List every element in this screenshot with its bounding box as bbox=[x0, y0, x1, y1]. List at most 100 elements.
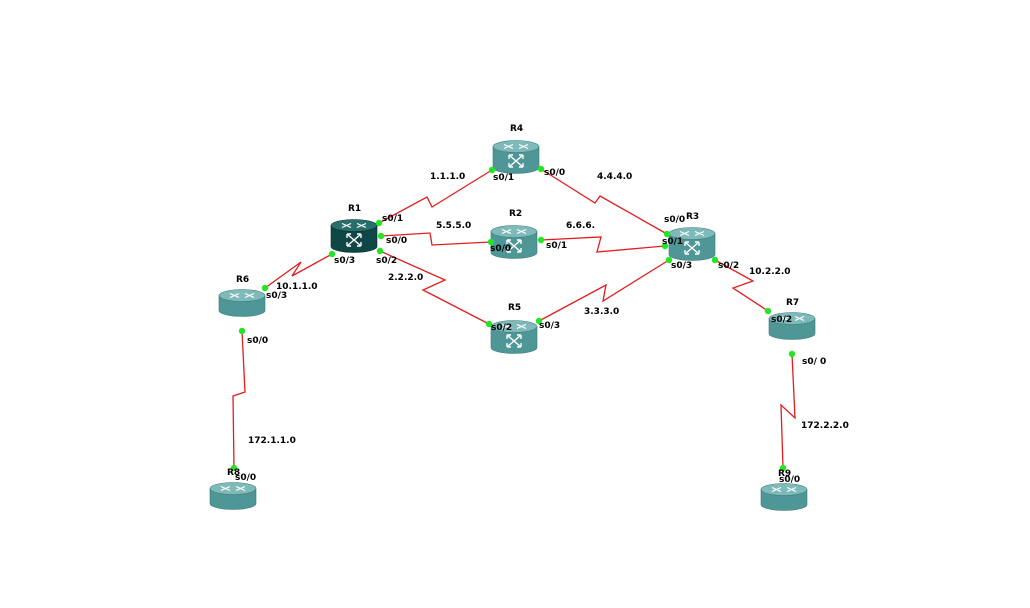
router-r3[interactable] bbox=[668, 227, 716, 261]
link-r7-r9[interactable] bbox=[780, 353, 796, 469]
port-label-r5-r3-to: s0/3 bbox=[671, 261, 692, 271]
router-label-r2: R2 bbox=[509, 209, 522, 219]
switch-cross-icon bbox=[684, 241, 700, 255]
port-label-r1-r2-from: s0/0 bbox=[386, 236, 407, 246]
port-dot-r4-r3-to bbox=[663, 230, 671, 238]
port-dot-r1-r4-from bbox=[375, 219, 383, 227]
port-dot-r1-r2-from bbox=[377, 232, 385, 240]
port-label-r4-r3-to: s0/0 bbox=[664, 215, 685, 225]
router-r5[interactable] bbox=[490, 320, 538, 354]
router-body bbox=[490, 231, 538, 259]
router-body bbox=[330, 225, 378, 253]
router-label-r7: R7 bbox=[786, 298, 799, 308]
port-dot-r2-r3-from bbox=[537, 236, 545, 244]
router-arrows-icon bbox=[779, 315, 805, 322]
link-r1-r4[interactable] bbox=[378, 169, 493, 224]
port-label-r6-r8-to: s0/0 bbox=[235, 473, 256, 483]
link-r5-r3[interactable] bbox=[538, 259, 670, 322]
port-dot-r2-r3-to bbox=[661, 242, 669, 250]
port-label-r1-r5-to: s0/2 bbox=[491, 323, 512, 333]
port-dot-r3-r7-from bbox=[711, 256, 719, 264]
port-label-r7-r9-from: s0/ 0 bbox=[802, 357, 826, 367]
router-r6[interactable] bbox=[218, 289, 266, 317]
router-top bbox=[218, 289, 266, 302]
port-label-r6-r8-from: s0/0 bbox=[247, 336, 268, 346]
port-dot-r3-r7-to bbox=[764, 307, 772, 315]
router-body bbox=[490, 326, 538, 354]
network-label-r5-r3: 3.3.3.0 bbox=[584, 307, 619, 317]
router-r2[interactable] bbox=[490, 225, 538, 259]
network-label-r6-r8: 172.1.1.0 bbox=[248, 436, 296, 446]
link-r2-r3[interactable] bbox=[540, 236, 666, 253]
port-dot-r1-r5-from bbox=[376, 247, 384, 255]
port-label-r7-r9-to: s0/0 bbox=[779, 475, 800, 485]
router-label-r9: R9 bbox=[778, 469, 791, 479]
port-label-r2-r3-from: s0/1 bbox=[546, 241, 567, 251]
link-r1-r6[interactable] bbox=[264, 253, 333, 289]
router-r8[interactable] bbox=[209, 482, 257, 510]
router-label-r8: R8 bbox=[227, 468, 240, 478]
port-dot-r6-r8-from bbox=[238, 327, 246, 335]
network-label-r1-r4: 1.1.1.0 bbox=[430, 172, 465, 182]
port-label-r1-r6-to: s0/3 bbox=[266, 291, 287, 301]
port-dot-r7-r9-from bbox=[788, 350, 796, 358]
router-label-r6: R6 bbox=[236, 275, 249, 285]
router-label-r5: R5 bbox=[508, 303, 521, 313]
router-label-r1: R1 bbox=[348, 204, 361, 214]
router-top bbox=[768, 312, 816, 325]
switch-cross-icon bbox=[506, 239, 522, 253]
router-arrows-icon bbox=[501, 323, 527, 330]
switch-cross-icon bbox=[346, 233, 362, 247]
link-r4-r3[interactable] bbox=[540, 168, 668, 235]
port-label-r3-r7-to: s0/2 bbox=[771, 315, 792, 325]
router-arrows-icon bbox=[503, 143, 529, 150]
port-label-r3-r7-from: s0/2 bbox=[718, 261, 739, 271]
links-layer bbox=[232, 168, 796, 469]
port-label-r1-r2-to: s0/0 bbox=[490, 244, 511, 254]
link-r1-r5[interactable] bbox=[379, 250, 490, 325]
router-arrows-icon bbox=[341, 222, 367, 229]
router-r1[interactable] bbox=[330, 219, 378, 253]
port-dot-r4-r3-from bbox=[537, 165, 545, 173]
port-dot-r1-r6-to bbox=[261, 284, 269, 292]
router-top bbox=[209, 482, 257, 495]
switch-cross-icon bbox=[508, 154, 524, 168]
router-r9[interactable] bbox=[760, 483, 808, 511]
network-label-r1-r5: 2.2.2.0 bbox=[388, 273, 423, 283]
port-dot-r1-r4-to bbox=[488, 166, 496, 174]
routers-layer bbox=[209, 140, 816, 511]
switch-cross-icon bbox=[506, 334, 522, 348]
router-arrows-icon bbox=[229, 292, 255, 299]
network-label-r4-r3: 4.4.4.0 bbox=[597, 172, 632, 182]
router-r4[interactable] bbox=[492, 140, 540, 174]
link-r6-r8[interactable] bbox=[232, 330, 246, 469]
link-r3-r7[interactable] bbox=[714, 259, 769, 312]
router-top bbox=[760, 483, 808, 496]
port-label-r1-r4-from: s0/1 bbox=[382, 214, 403, 224]
router-top bbox=[490, 225, 538, 238]
router-top bbox=[490, 320, 538, 333]
network-label-r7-r9: 172.2.2.0 bbox=[801, 421, 849, 431]
port-dot-r5-r3-to bbox=[665, 256, 673, 264]
port-dot-r5-r3-from bbox=[535, 317, 543, 325]
network-label-r3-r7: 10.2.2.0 bbox=[749, 267, 791, 277]
link-r1-r2[interactable] bbox=[380, 232, 492, 246]
router-top bbox=[330, 219, 378, 232]
port-label-r5-r3-from: s0/3 bbox=[539, 321, 560, 331]
network-label-r2-r3: 6.6.6. bbox=[566, 221, 595, 231]
port-dot-r1-r5-to bbox=[485, 320, 493, 328]
router-label-r3: R3 bbox=[686, 212, 699, 222]
router-arrows-icon bbox=[771, 486, 797, 493]
port-label-r1-r5-from: s0/2 bbox=[376, 256, 397, 266]
port-label-r4-r3-from: s0/0 bbox=[544, 168, 565, 178]
port-dot-r7-r9-to bbox=[779, 464, 787, 472]
port-label-r2-r3-to: s0/1 bbox=[662, 237, 683, 247]
router-r7[interactable] bbox=[768, 312, 816, 340]
router-body bbox=[668, 233, 716, 261]
router-arrows-icon bbox=[501, 228, 527, 235]
router-arrows-icon bbox=[679, 230, 705, 237]
labels-layer: 1.1.1.0s0/1s0/15.5.5.0s0/0s0/02.2.2.0s0/… bbox=[227, 124, 849, 485]
network-label-r1-r6: 10.1.1.0 bbox=[276, 282, 318, 292]
